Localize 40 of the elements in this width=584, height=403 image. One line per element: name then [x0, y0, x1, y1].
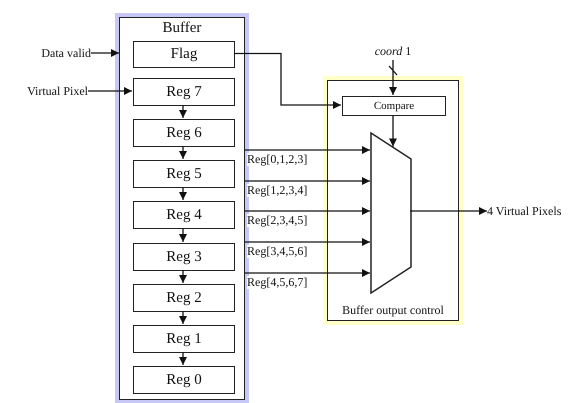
arrow	[179, 352, 187, 365]
arrow	[245, 146, 370, 154]
arrow	[179, 105, 187, 118]
register-box: Reg 4	[133, 201, 235, 229]
flag-box: Flag	[133, 41, 235, 68]
arrow	[234, 52, 341, 109]
edge-label: Reg[0,1,2,3]	[247, 153, 308, 166]
arrow	[410, 207, 487, 215]
arrow	[388, 59, 398, 96]
arrow	[179, 146, 187, 159]
edge-label: Reg[4,5,6,7]	[247, 276, 308, 290]
register-box: Reg 7	[133, 78, 235, 106]
register-box: Reg 2	[133, 284, 235, 312]
compare-box: Compare	[342, 96, 446, 116]
signal-label: Virtual Pixel	[27, 84, 88, 98]
signal-label: 4 Virtual Pixels	[487, 204, 562, 218]
multiplexer-symbol	[370, 132, 412, 294]
arrow	[88, 87, 132, 95]
arrow	[179, 311, 187, 324]
signal-label: Data valid	[41, 46, 91, 60]
arrow	[245, 269, 370, 277]
register-box: Reg 5	[133, 160, 235, 188]
arrow	[179, 270, 187, 283]
edge-label: Reg[1,2,3,4]	[247, 184, 308, 198]
arrow	[245, 177, 370, 185]
edge-label: Reg[2,3,4,5]	[247, 214, 308, 228]
arrow	[179, 228, 187, 242]
arrow	[91, 49, 119, 57]
block-title: Buffer output control	[342, 304, 444, 317]
register-box: Reg 1	[133, 325, 235, 353]
arrow	[245, 238, 370, 246]
edge-label: Reg[3,4,5,6]	[247, 245, 308, 258]
register-box: Reg 3	[133, 243, 235, 271]
arrow	[179, 187, 187, 200]
block-title: Buffer	[162, 20, 202, 36]
arrow	[389, 115, 397, 147]
register-box: Reg 6	[133, 119, 235, 147]
arrow	[245, 207, 370, 215]
register-box: Reg 0	[133, 366, 235, 394]
signal-label: coord 1	[374, 44, 412, 58]
